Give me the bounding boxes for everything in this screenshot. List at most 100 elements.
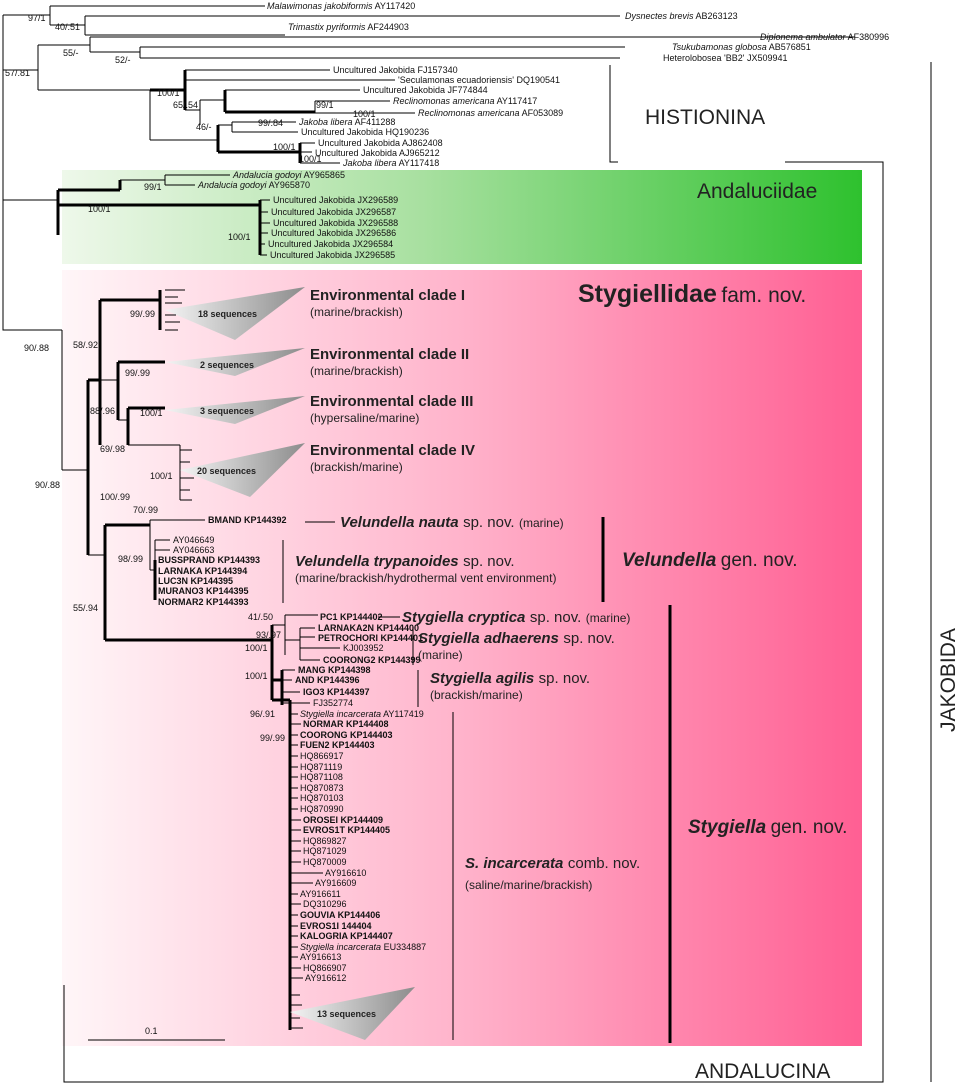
leaf-tsukubamonas: Tsukubamonas globosa <box>672 42 767 52</box>
leaf-igo3: IGO3 KP144397 <box>303 687 370 697</box>
env4-wedge <box>180 443 305 497</box>
support-99-1-b: 99/1 <box>144 182 162 192</box>
support-100-1-g: 100/1 <box>140 408 163 418</box>
scale-bar-label: 0.1 <box>145 1026 158 1036</box>
leaf-malawimonas-acc: AY117420 <box>375 1 416 11</box>
support-97-1: 97/1 <box>28 13 46 23</box>
support-99-99-c: 99/.99 <box>260 733 285 743</box>
svg-text:Velundella trypanoides sp. nov: Velundella trypanoides sp. nov. <box>295 553 515 570</box>
leaf-jlibera2-acc: AY117418 <box>399 158 440 168</box>
svg-text:Malawimonas jakobiformis AY117: Malawimonas jakobiformis AY117420 <box>267 1 415 11</box>
support-100-99: 100/.99 <box>100 492 130 502</box>
leaf-ay916613: AY916613 <box>300 952 341 962</box>
leaf-hq871108: HQ871108 <box>300 772 343 782</box>
s-cryptica-suffix: sp. nov. <box>530 609 581 626</box>
svg-text:Stygiella incarcerata EU334887: Stygiella incarcerata EU334887 <box>300 942 426 952</box>
leaf-mang: MANG KP144398 <box>298 665 371 675</box>
env1-habitat: (marine/brackish) <box>310 305 403 319</box>
svg-text:Diplonema ambulator AF380996: Diplonema ambulator AF380996 <box>760 32 889 42</box>
leaf-evros1t: EVROS1T KP144405 <box>303 825 390 835</box>
leaf-bmand: BMAND KP144392 <box>208 515 287 525</box>
leaf-and: AND KP144396 <box>295 675 360 685</box>
leaf-ay916609: AY916609 <box>315 878 356 888</box>
v-nauta-habitat: (marine) <box>519 516 564 530</box>
leaf-orosei: OROSEI KP144409 <box>303 815 383 825</box>
s-adhaerens-suffix: sp. nov. <box>563 630 614 647</box>
svg-text:Stygiellidae fam. nov.: Stygiellidae fam. nov. <box>578 280 806 308</box>
svg-text:Jakoba libera AF411288: Jakoba libera AF411288 <box>298 117 395 127</box>
leaf-coorong2: COORONG2 KP144399 <box>323 655 421 665</box>
svg-text:Stygiella gen. nov.: Stygiella gen. nov. <box>688 817 847 838</box>
leaf-agodoyi2-acc: AY965870 <box>269 180 310 190</box>
leaf-agodoyi2: Andalucia godoyi <box>197 180 268 190</box>
leaf-sinc2: Stygiella incarcerata <box>300 942 381 952</box>
leaf-fuen2: FUEN2 KP144403 <box>300 740 375 750</box>
env1-title: Environmental clade I <box>310 287 465 304</box>
env4-title: Environmental clade IV <box>310 442 475 459</box>
leaf-dysnectes: Dysnectes brevis <box>625 11 694 21</box>
svg-text:Stygiella agilis sp. nov.: Stygiella agilis sp. nov. <box>430 670 590 687</box>
leaf-reclino1: Reclinomonas americana <box>393 96 495 106</box>
leaf-unc-jf774844: Uncultured Jakobida JF774844 <box>363 85 488 95</box>
leaf-fj352774: FJ352774 <box>313 698 353 708</box>
s-agilis-suffix: sp. nov. <box>539 670 590 687</box>
leaf-ay916612: AY916612 <box>305 973 346 983</box>
scale-bar: 0.1 <box>88 1026 225 1041</box>
env3-habitat: (hypersaline/marine) <box>310 411 419 425</box>
leaf-gouvia: GOUVIA KP144406 <box>300 910 380 920</box>
s-incarcerata-suffix: comb. nov. <box>568 855 640 872</box>
v-tryp-suffix: sp. nov. <box>463 553 514 570</box>
leaf-sinc1-acc: AY117419 <box>383 709 424 719</box>
s-cryptica-habitat: (marine) <box>586 611 631 625</box>
leaf-tsukubamonas-acc: AB576851 <box>769 42 811 52</box>
support-41-50: 41/.50 <box>248 612 273 622</box>
leaf-ay046663: AY046663 <box>173 545 214 555</box>
support-100-1-b: 100/1 <box>353 109 376 119</box>
leaf-unc-aj862408: Uncultured Jakobida AJ862408 <box>318 138 443 148</box>
v-tryp-label: Velundella trypanoides <box>295 553 459 570</box>
leaf-jlibera1-acc: AF411288 <box>355 117 396 127</box>
collapsed-clades: 18 sequences 2 sequences 3 sequences 20 … <box>165 287 415 1040</box>
env4-seq-count: 20 sequences <box>197 466 256 476</box>
env1-wedge <box>165 287 305 340</box>
leaf-murano3: MURANO3 KP144395 <box>158 586 249 596</box>
leaf-jx296588: Uncultured Jakobida JX296588 <box>273 218 398 228</box>
leaf-petrochori: PETROCHORI KP144401 <box>318 633 423 643</box>
leaf-pc1: PC1 KP144402 <box>320 612 383 622</box>
leaf-agodoyi1: Andalucia godoyi <box>232 170 303 180</box>
leaf-larnaka: LARNAKA KP144394 <box>158 566 247 576</box>
leaf-kalogria: KALOGRIA KP144407 <box>300 931 393 941</box>
velundella-gen-nov: gen. nov. <box>721 550 798 571</box>
leaf-hq870990: HQ870990 <box>300 804 344 814</box>
stygiellidae-box <box>62 270 862 1046</box>
leaf-ay916611: AY916611 <box>300 889 341 899</box>
s-agilis-label: Stygiella agilis <box>430 670 534 687</box>
env2-wedge <box>165 348 305 376</box>
env4-habitat: (brackish/marine) <box>310 460 403 474</box>
sinc-wedge <box>290 987 415 1040</box>
support-99-99-b: 99/.99 <box>125 368 150 378</box>
svg-text:Andalucia godoyi AY965870: Andalucia godoyi AY965870 <box>197 180 310 190</box>
support-52: 52/- <box>115 55 131 65</box>
leaf-dysnectes-acc: AB263123 <box>696 11 738 21</box>
leaf-unc-fj157340: Uncultured Jakobida FJ157340 <box>333 65 458 75</box>
svg-text:Andalucia godoyi AY965865: Andalucia godoyi AY965865 <box>232 170 345 180</box>
stygiella-label: Stygiella <box>688 817 767 838</box>
leaf-hq870873: HQ870873 <box>300 783 344 793</box>
leaf-sinc1: Stygiella incarcerata <box>300 709 381 719</box>
leaf-jx296584: Uncultured Jakobida JX296584 <box>268 239 393 249</box>
support-40-51: 40/.51 <box>55 22 80 32</box>
leaf-labels: Malawimonas jakobiformis AY117420 Dysnec… <box>158 1 889 983</box>
taxonomy-labels: HISTIONINA Andaluciidae Stygiellidae fam… <box>63 62 960 1083</box>
support-57-81: 57/.81 <box>5 68 30 78</box>
support-99-99-a: 99/.99 <box>130 309 155 319</box>
tree-edges <box>2 5 855 1030</box>
support-100-1-i: 100/1 <box>245 643 268 653</box>
support-88-96: 88/.96 <box>90 406 115 416</box>
s-cryptica-label: Stygiella cryptica <box>402 609 525 626</box>
support-96-91: 96/.91 <box>250 709 275 719</box>
support-100-1-a: 100/1 <box>157 88 180 98</box>
leaf-hq870103: HQ870103 <box>300 793 344 803</box>
svg-text:Stygiella cryptica sp. nov. (m: Stygiella cryptica sp. nov. (marine) <box>402 609 630 626</box>
svg-text:Dysnectes brevis AB263123: Dysnectes brevis AB263123 <box>625 11 738 21</box>
